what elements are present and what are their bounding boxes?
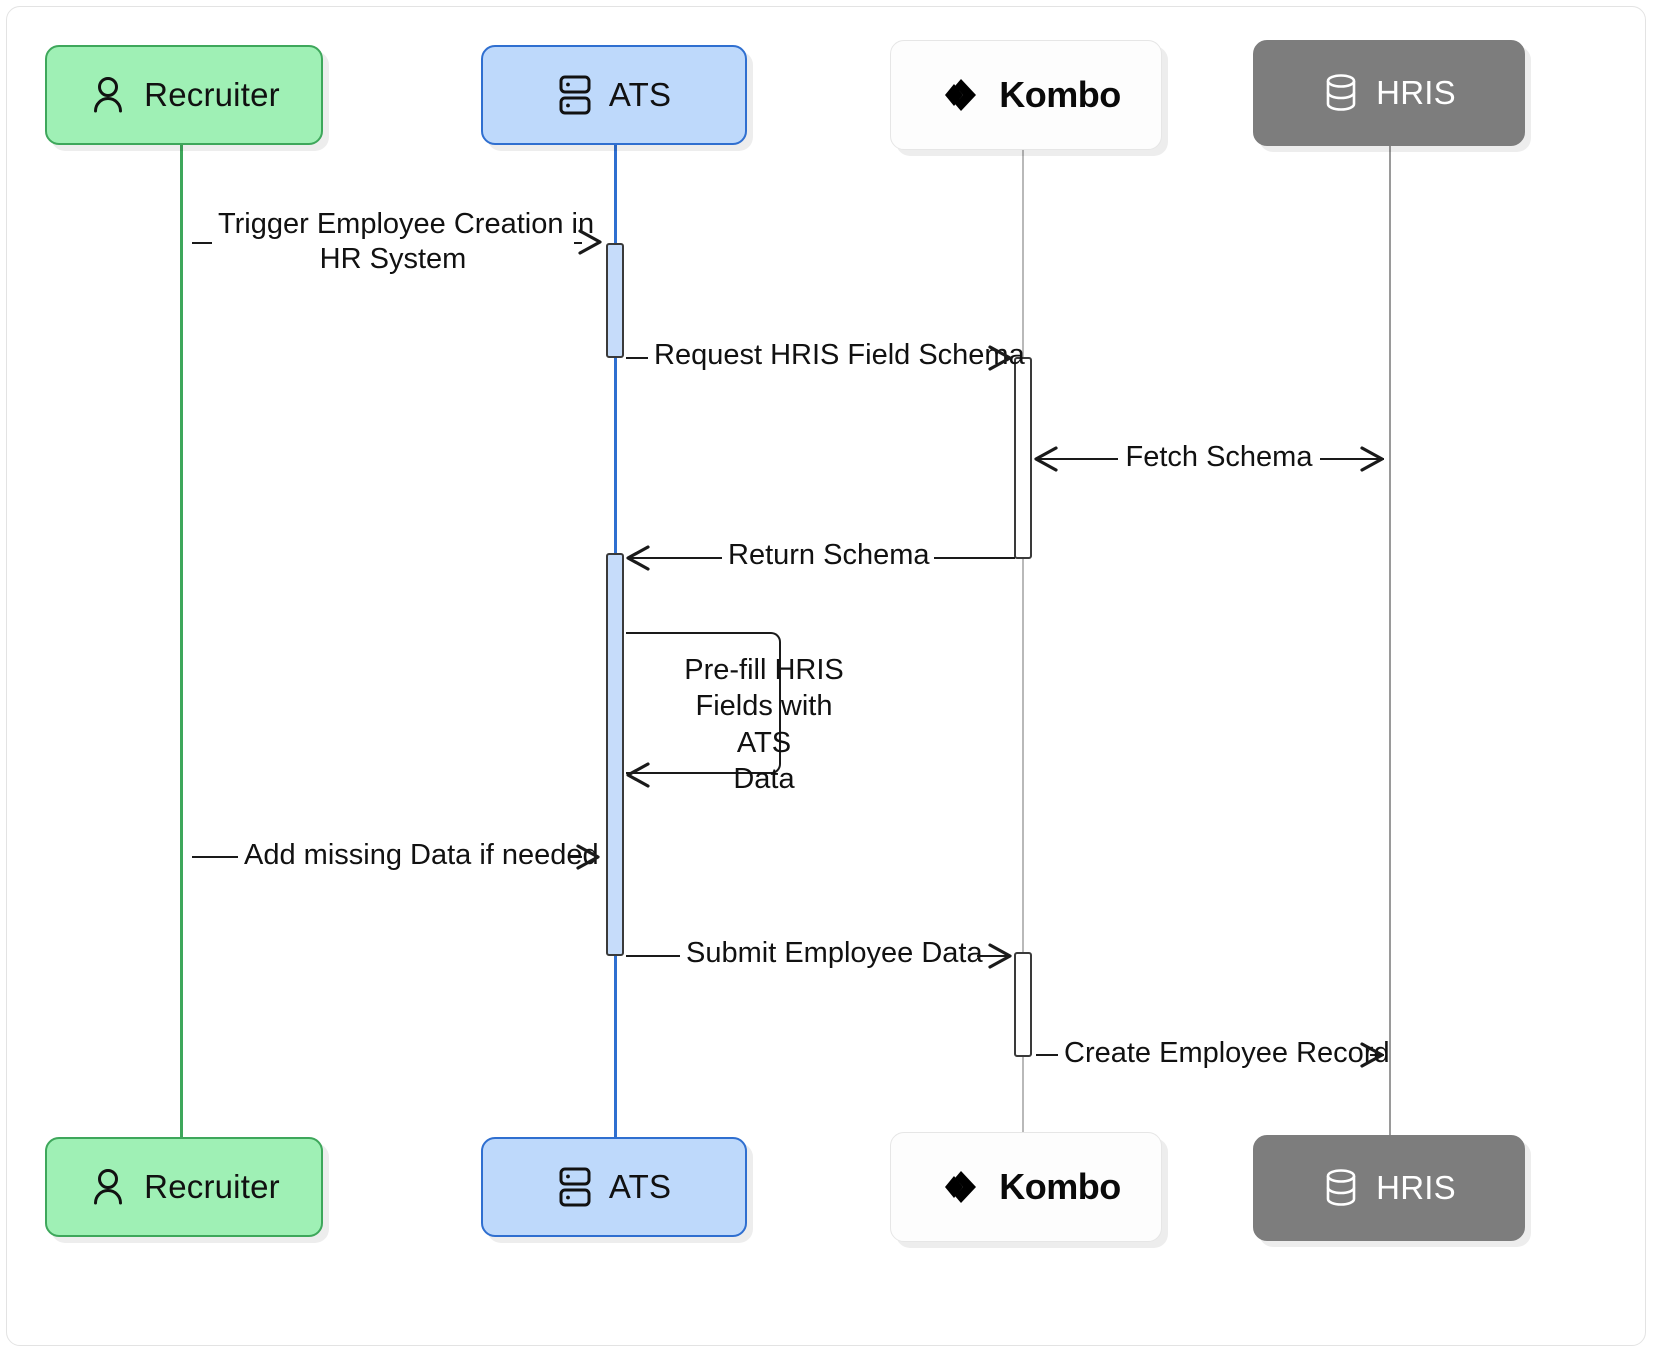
arrowhead-right-6 (576, 844, 600, 870)
participant-kombo-bottom[interactable]: Kombo (890, 1132, 1162, 1242)
arrowhead-right-1 (578, 229, 602, 255)
arrowhead-left-4 (626, 545, 650, 571)
participant-hris-top[interactable]: HRIS (1253, 40, 1525, 146)
server-icon (557, 73, 593, 117)
person-icon (88, 1166, 128, 1208)
message-label-5-line1: Pre-fill HRIS (684, 654, 844, 686)
participant-recruiter-bottom[interactable]: Recruiter (45, 1137, 323, 1237)
message-label-8: Create Employee Record (1058, 1036, 1390, 1072)
message-label-4: Return Schema (722, 538, 934, 574)
activation-ats-1 (606, 243, 624, 358)
message-label-3: Fetch Schema (1118, 440, 1320, 476)
kombo-logo-icon (931, 1162, 987, 1212)
participant-label-ats-top: ATS (608, 76, 672, 113)
participant-label-recruiter-top: Recruiter (144, 76, 280, 113)
message-label-5-line2: Fields with ATS (695, 690, 833, 759)
message-label-6: Add missing Data if needed (238, 838, 599, 874)
database-icon (1322, 71, 1360, 115)
participant-hris-bottom[interactable]: HRIS (1253, 1135, 1525, 1241)
participant-label-ats-bottom: ATS (608, 1168, 672, 1205)
participant-ats-bottom[interactable]: ATS (481, 1137, 747, 1237)
activation-kombo-1 (1014, 357, 1032, 559)
participant-label-recruiter-bottom: Recruiter (144, 1168, 280, 1205)
lifeline-recruiter (180, 143, 183, 1143)
server-icon (557, 1165, 593, 1209)
participant-label-hris-bottom: HRIS (1376, 1169, 1456, 1206)
activation-ats-2 (606, 553, 624, 956)
message-label-7: Submit Employee Data (680, 936, 983, 972)
participant-label-kombo-bottom: Kombo (999, 1166, 1121, 1207)
activation-kombo-2 (1014, 952, 1032, 1057)
kombo-logo-icon (931, 70, 987, 120)
arrowhead-right-2 (988, 345, 1012, 371)
arrowhead-right-8 (1360, 1042, 1384, 1068)
lifeline-hris (1389, 143, 1391, 1143)
participant-label-hris-top: HRIS (1376, 74, 1456, 111)
person-icon (88, 74, 128, 116)
message-label-5-line3: Data (733, 762, 795, 795)
participant-label-kombo-top: Kombo (999, 74, 1121, 115)
participant-kombo-top[interactable]: Kombo (890, 40, 1162, 150)
message-line-5-self-loop (626, 632, 781, 774)
arrowhead-left-5 (626, 762, 650, 788)
participant-recruiter-top[interactable]: Recruiter (45, 45, 323, 145)
arrowhead-right-7 (988, 943, 1012, 969)
message-label-1-line1: Trigger Employee Creation in (218, 208, 595, 240)
database-icon (1322, 1166, 1360, 1210)
message-label-2: Request HRIS Field Schema (648, 338, 1025, 374)
arrowhead-right-3 (1360, 446, 1384, 472)
participant-ats-top[interactable]: ATS (481, 45, 747, 145)
arrowhead-left-3 (1034, 446, 1058, 472)
message-label-1-line2: HR System (319, 243, 467, 276)
lifeline-kombo (1022, 143, 1024, 1143)
